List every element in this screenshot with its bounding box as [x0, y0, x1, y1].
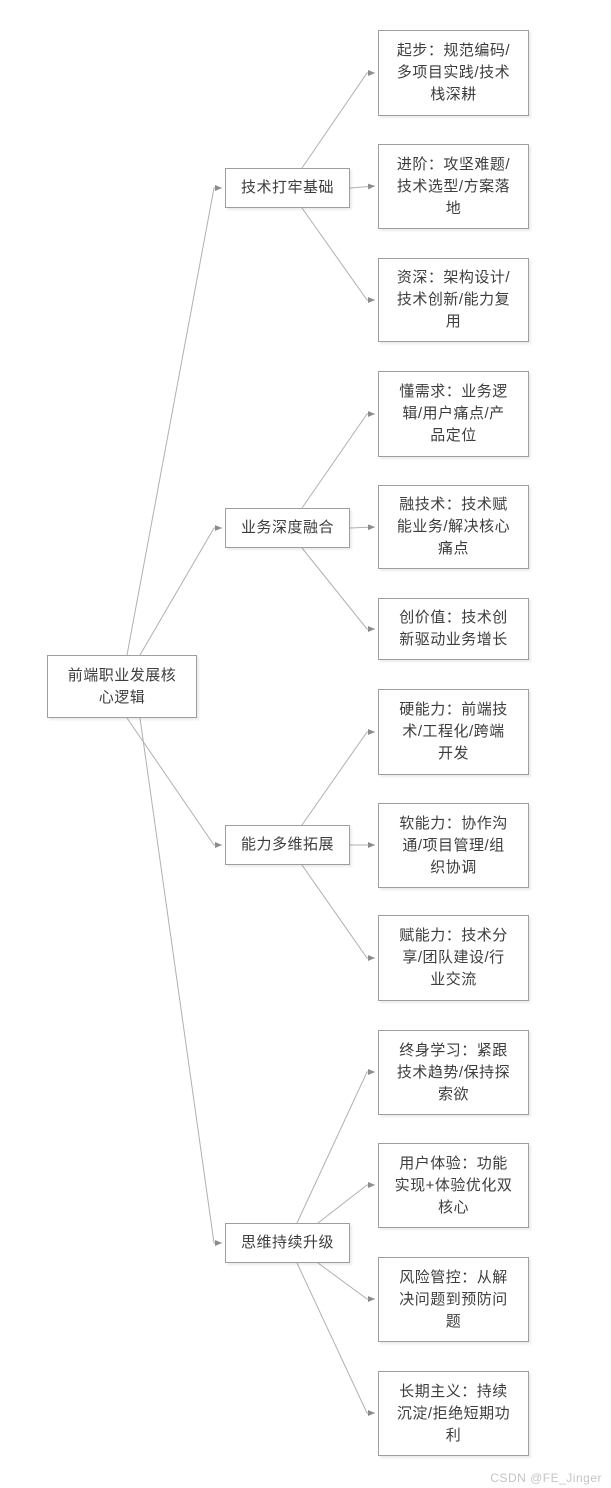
connector-line [126, 717, 222, 848]
leaf-node-4-4: 长期主义：持续 沉淀/拒绝短期功 利 [378, 1371, 529, 1456]
leaf-node-4-3: 风险管控：从解 决问题到预防问 题 [378, 1257, 529, 1342]
connector-line [301, 70, 375, 169]
leaf-node-1-1: 起步：规范编码/ 多项目实践/技术 栈深耕 [378, 30, 529, 116]
leaf-label: 进阶：攻坚难题/ 技术选型/方案落 地 [396, 155, 511, 217]
connector-line [126, 185, 222, 656]
branch-label: 能力多维拓展 [240, 836, 334, 853]
leaf-label: 终身学习：紧跟 技术趋势/保持探 索欲 [396, 1041, 511, 1103]
connector-line [139, 717, 222, 1246]
leaf-label: 融技术：技术赋 能业务/解决核心 痛点 [396, 496, 511, 557]
connector-line [301, 864, 375, 961]
connector-line [349, 183, 376, 190]
leaf-label: 资深：架构设计/ 技术创新/能力复 用 [396, 269, 511, 330]
leaf-label: 软能力：协作沟 通/项目管理/组 织协调 [399, 814, 508, 876]
leaf-label: 风险管控：从解 决问题到预防问 题 [399, 1268, 508, 1330]
leaf-label: 创价值：技术创 新驱动业务增长 [399, 609, 508, 648]
leaf-node-2-1: 懂需求：业务逻 辑/用户痛点/产 品定位 [378, 371, 529, 457]
branch-node-mindset-upgrade: 思维持续升级 [225, 1223, 350, 1263]
connector-line [317, 1262, 375, 1302]
leaf-label: 用户体验：功能 实现+体验优化双 核心 [394, 1154, 513, 1216]
connector-line [349, 524, 376, 531]
leaf-node-3-3: 赋能力：技术分 享/团队建设/行 业交流 [378, 915, 529, 1001]
leaf-node-3-2: 软能力：协作沟 通/项目管理/组 织协调 [378, 803, 529, 888]
leaf-node-4-2: 用户体验：功能 实现+体验优化双 核心 [378, 1143, 529, 1228]
leaf-label: 起步：规范编码/ 多项目实践/技术 栈深耕 [396, 42, 511, 103]
leaf-label: 硬能力：前端技 术/工程化/跨端 开发 [399, 701, 508, 762]
connector-line [317, 1182, 375, 1224]
leaf-label: 懂需求：业务逻 辑/用户痛点/产 品定位 [399, 383, 508, 444]
watermark: CSDN @FE_Jinger [490, 1471, 602, 1485]
branch-label: 思维持续升级 [240, 1234, 334, 1251]
connector-line [301, 411, 375, 509]
connector-line [296, 1262, 375, 1416]
leaf-node-1-3: 资深：架构设计/ 技术创新/能力复 用 [378, 258, 529, 342]
root-node: 前端职业发展核 心逻辑 [47, 655, 197, 718]
leaf-node-2-2: 融技术：技术赋 能业务/解决核心 痛点 [378, 485, 529, 569]
branch-node-capability-expansion: 能力多维拓展 [225, 825, 350, 865]
branch-node-technical-foundation: 技术打牢基础 [225, 168, 350, 208]
branch-label: 技术打牢基础 [240, 179, 334, 196]
leaf-node-3-1: 硬能力：前端技 术/工程化/跨端 开发 [378, 689, 529, 775]
connector-line [139, 525, 222, 656]
connector-line [301, 547, 375, 632]
connector-line [296, 1069, 375, 1224]
leaf-node-2-3: 创价值：技术创 新驱动业务增长 [378, 598, 529, 660]
branch-label: 业务深度融合 [240, 519, 334, 536]
connector-line [301, 729, 375, 826]
leaf-node-1-2: 进阶：攻坚难题/ 技术选型/方案落 地 [378, 144, 529, 229]
leaf-label: 赋能力：技术分 享/团队建设/行 业交流 [399, 927, 508, 988]
branch-node-business-integration: 业务深度融合 [225, 508, 350, 548]
connector-line [301, 207, 375, 303]
root-label: 前端职业发展核 心逻辑 [67, 666, 177, 706]
leaf-label: 长期主义：持续 沉淀/拒绝短期功 利 [396, 1382, 511, 1444]
watermark-text: CSDN @FE_Jinger [490, 1471, 602, 1485]
leaf-node-4-1: 终身学习：紧跟 技术趋势/保持探 索欲 [378, 1030, 529, 1115]
